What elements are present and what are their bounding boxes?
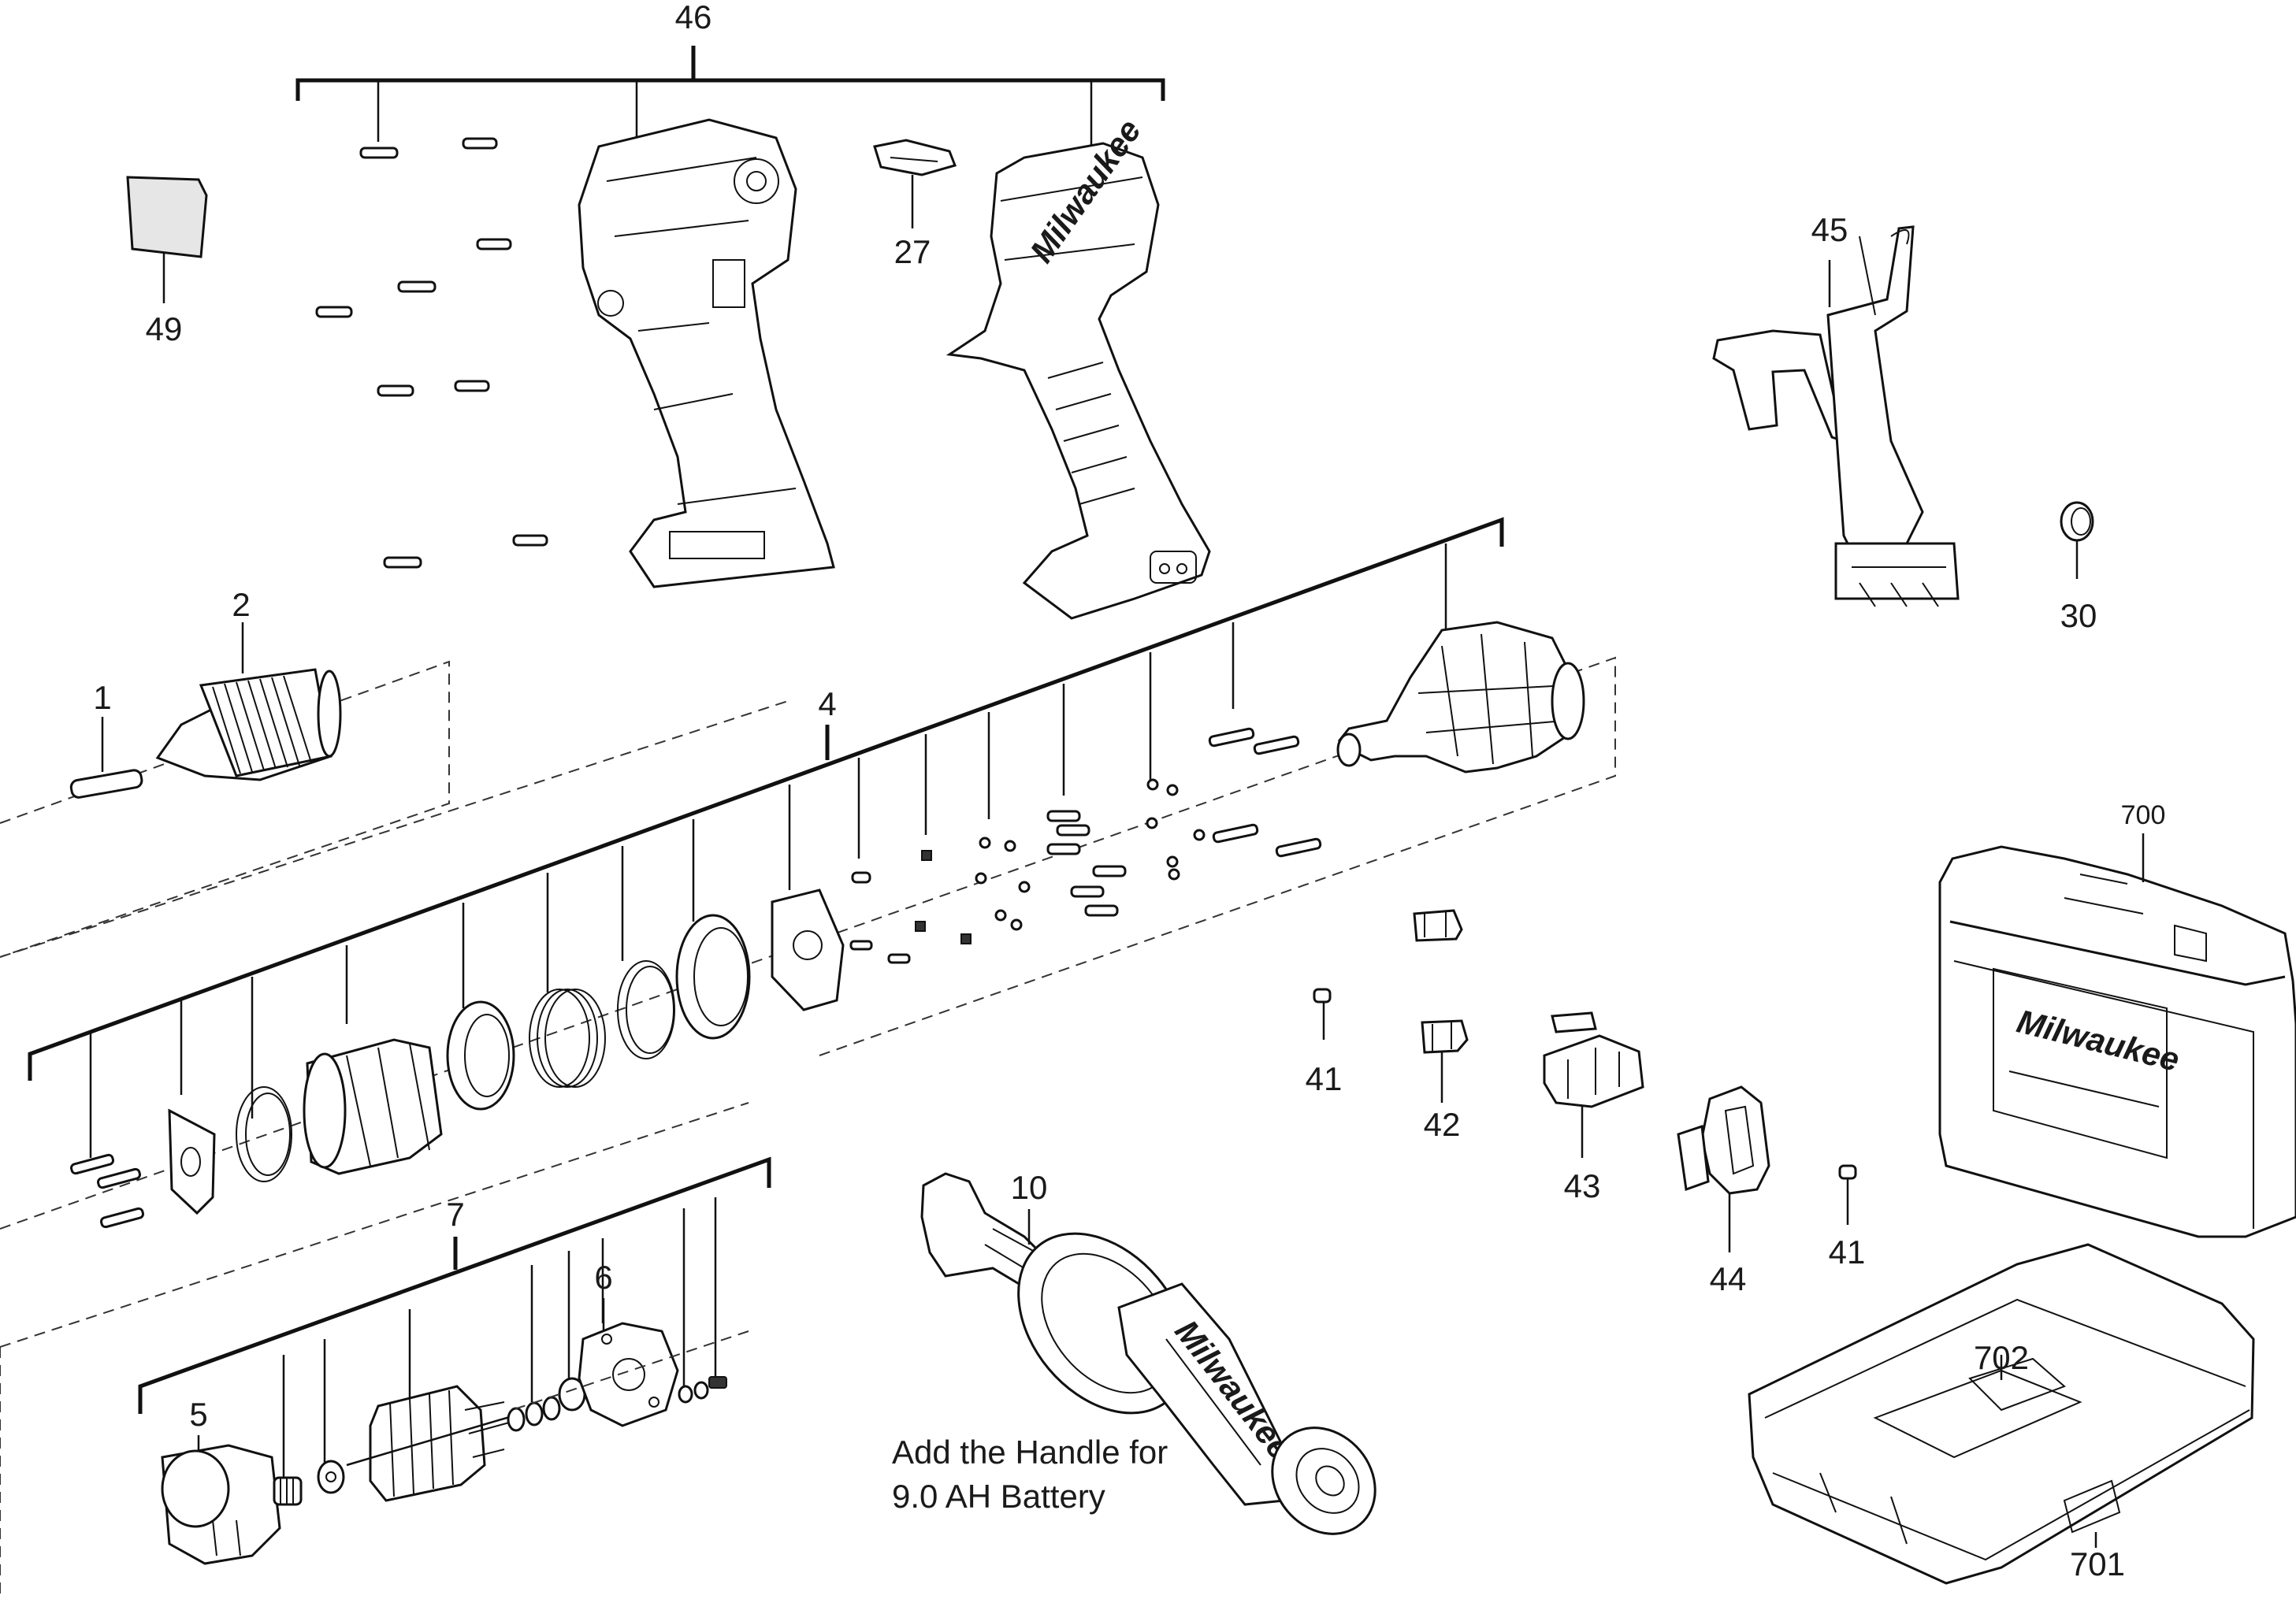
callout-7: 7 [446,1196,464,1233]
callout-46: 46 [675,0,712,35]
callout-701: 701 [2070,1545,2125,1582]
clip-part [1413,909,1463,942]
rotor [369,1385,486,1502]
part-42: 42 [1421,1019,1469,1143]
callout-4: 4 [818,685,836,722]
callout-45: 45 [1811,211,1848,248]
callout-41-b: 41 [1829,1234,1866,1271]
gearbox-assembly: 4 [0,517,1616,1230]
part-701-storage-case: 702 701 [1748,1243,2255,1585]
callout-43: 43 [1564,1167,1601,1204]
callout-49: 49 [146,310,183,347]
part-45: 45 [1712,211,1960,607]
part-30: 30 [2060,501,2097,634]
callout-41-a: 41 [1306,1060,1343,1097]
right-housing-half [946,142,1211,620]
callout-27: 27 [894,233,931,270]
callout-5: 5 [189,1396,207,1433]
callout-6: 6 [594,1259,612,1296]
callout-702: 702 [1974,1339,2029,1376]
chuck-assembly: 1 2 [0,586,450,958]
left-housing-half [578,118,835,588]
callout-42: 42 [1424,1106,1461,1143]
callout-1: 1 [93,679,111,716]
handle-note-line-1: Add the Handle for [892,1434,1168,1471]
part-44-belt-hook: 44 [1677,1085,1770,1297]
part-41-screw-a: 41 [1306,988,1343,1097]
handle-note-line-2: 9.0 AH Battery [892,1478,1105,1515]
part-1-screw [69,769,143,799]
part-49: 49 [126,176,208,347]
part-700-case: Milwaukee 700 [1938,800,2296,1238]
part-27: 27 [873,139,957,270]
motor-assembly: 5 6 7 [0,1102,771,1599]
part-41-screw-b: 41 [1829,1164,1866,1271]
part-6-plate [578,1322,679,1427]
gearbox-body [1337,621,1577,774]
callout-10: 10 [1011,1169,1048,1206]
callout-700: 700 [2121,800,2166,830]
callout-44: 44 [1710,1260,1747,1297]
callout-30: 30 [2060,597,2097,634]
gearbox-small-parts [849,727,1322,964]
housing-screws [315,137,548,569]
part-10-side-handle: Milwaukee 10 [920,1169,1376,1535]
part-43: 43 [1543,1011,1644,1204]
callout-2: 2 [232,586,250,623]
housing-assembly: Milwaukee 46 [295,0,1211,620]
